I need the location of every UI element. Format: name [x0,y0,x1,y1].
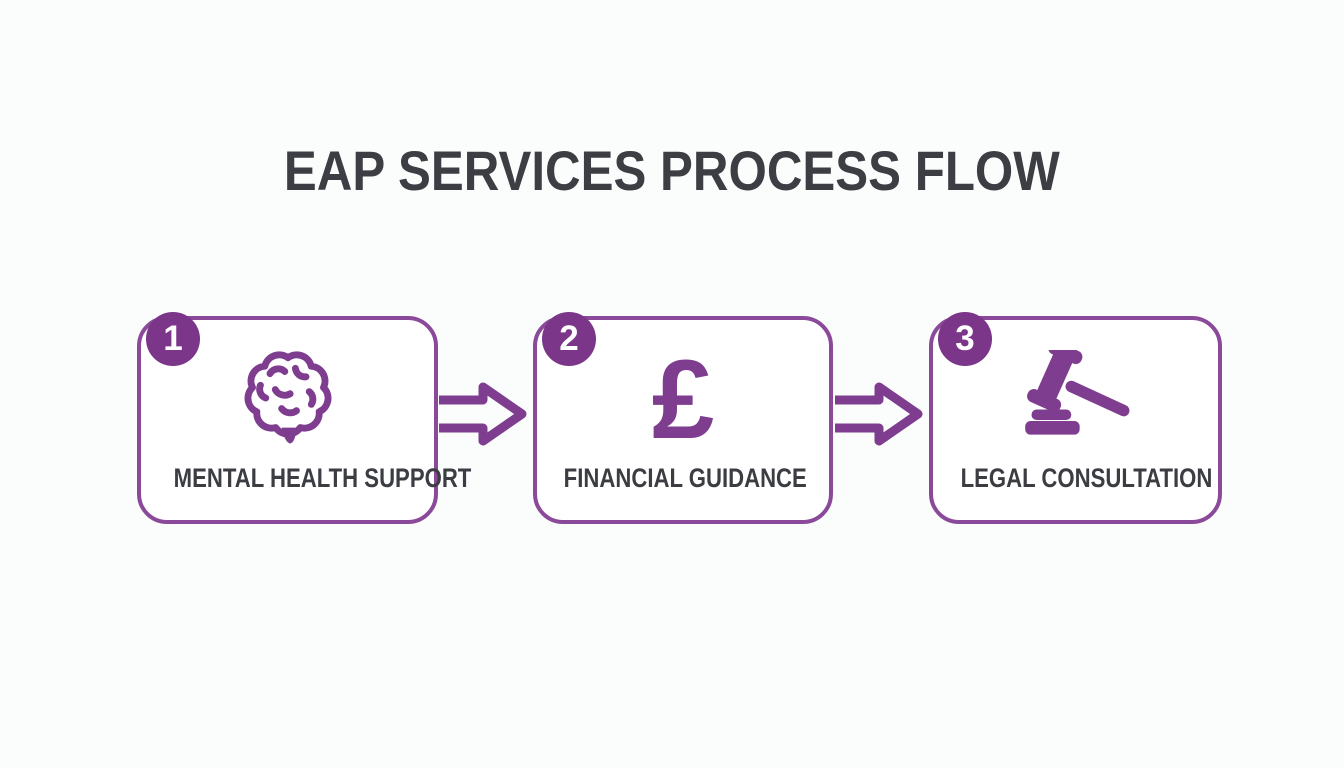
gavel-icon [933,338,1218,458]
pound-sterling-icon: £ [651,337,715,462]
step-card-mental-health: 1 MENTAL HEALTH SUPPORT [137,312,472,524]
step-label-mental-health: MENTAL HEALTH SUPPORT [173,463,472,493]
step-label-financial: FINANCIAL GUIDANCE [563,463,807,493]
step-card-financial: 2 £ FINANCIAL GUIDANCE [533,312,833,524]
step-number-badge: 1 [146,312,200,366]
step-number-badge: 3 [938,312,992,366]
step-card-legal: 3 LEGAL CONSULTATION [929,312,1222,524]
flow-arrow-1 [439,382,527,446]
flow-arrow-2 [835,382,923,446]
step-label-legal: LEGAL CONSULTATION [960,463,1213,493]
page-title: EAP SERVICES PROCESS FLOW [284,139,1060,202]
step-number-badge: 2 [542,312,596,366]
brain-icon [141,338,434,458]
